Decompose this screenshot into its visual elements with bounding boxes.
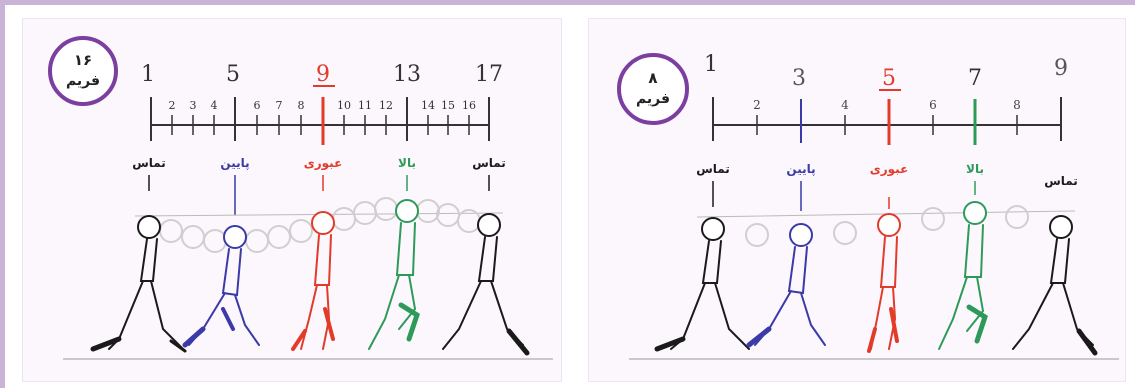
figure-contact-start — [654, 217, 750, 352]
major-tick-labels: 1 5 9 13 17 — [141, 62, 503, 87]
pose-label-up: بالا — [398, 156, 416, 170]
pose-label-down: پایین — [220, 156, 249, 170]
svg-text:2: 2 — [753, 98, 761, 112]
left-diagram: ۱۶ فریم 1 5 9 13 17 — [48, 36, 553, 360]
figure-up — [938, 201, 988, 350]
major-ticks — [712, 97, 1062, 145]
minor-ticks — [171, 115, 470, 135]
pose-label-passing: عبوری — [870, 162, 909, 177]
svg-text:11: 11 — [358, 99, 372, 112]
pose-label-contact-end: تماس — [472, 156, 506, 170]
figure-contact-end — [1012, 215, 1098, 356]
pose-labels: تماس پایین عبوری بالا تماس — [132, 156, 506, 171]
major-label-5: 5 — [226, 62, 240, 87]
pose-label-connectors — [148, 175, 490, 215]
major-tick-labels: 1 3 5 7 9 — [704, 52, 1068, 91]
svg-text:8: 8 — [298, 99, 305, 112]
svg-text:15: 15 — [441, 99, 455, 112]
figure-down — [746, 223, 826, 348]
frame-count-badge: ۱۶ فریم — [48, 36, 118, 106]
svg-text:10: 10 — [337, 99, 351, 112]
svg-text:4: 4 — [841, 98, 849, 112]
badge-word: فریم — [66, 73, 100, 89]
left-panel: ۱۶ فریم 1 5 9 13 17 — [22, 18, 562, 382]
badge-number: ۸ — [648, 69, 657, 87]
right-panel: ۸ فریم 1 3 5 7 9 2 4 6 — [588, 18, 1126, 382]
pose-label-contact-end: تماس — [1044, 174, 1078, 188]
figure-contact-end — [442, 213, 530, 356]
major-label-3: 3 — [792, 66, 806, 91]
svg-text:12: 12 — [379, 99, 393, 112]
badge-word: فریم — [636, 91, 670, 107]
pose-label-passing: عبوری — [304, 156, 343, 171]
pose-label-up: بالا — [966, 162, 984, 176]
major-label-9: 9 — [1054, 56, 1068, 81]
major-label-5: 5 — [882, 66, 896, 91]
major-ticks — [150, 97, 490, 145]
figure-passing — [867, 213, 901, 353]
frame-count-badge: ۸ فریم — [617, 53, 689, 125]
pose-labels: تماس پایین عبوری بالا تماس — [696, 162, 1078, 188]
major-label-7: 7 — [968, 66, 982, 91]
figure-up — [368, 199, 420, 350]
major-label-1: 1 — [704, 52, 718, 77]
svg-text:6: 6 — [254, 99, 261, 112]
svg-text:6: 6 — [929, 98, 937, 112]
figure-contact-start — [90, 215, 187, 353]
major-label-17: 17 — [475, 62, 503, 87]
figure-passing — [291, 211, 335, 351]
svg-text:14: 14 — [421, 99, 435, 112]
pose-label-contact-start: تماس — [132, 156, 166, 170]
minor-ticks — [756, 115, 1018, 135]
badge-number: ۱۶ — [74, 51, 92, 69]
svg-text:8: 8 — [1013, 98, 1021, 112]
svg-text:2: 2 — [169, 99, 176, 112]
svg-text:3: 3 — [190, 99, 197, 112]
major-label-13: 13 — [393, 62, 421, 87]
pose-label-contact-start: تماس — [696, 162, 730, 176]
svg-text:7: 7 — [276, 99, 283, 112]
pose-label-connectors — [712, 181, 976, 211]
minor-tick-labels: 2 3 4 6 7 8 10 11 12 14 15 16 — [169, 99, 477, 112]
figure-down — [182, 225, 260, 348]
svg-text:16: 16 — [462, 99, 476, 112]
pose-label-down: پایین — [786, 162, 815, 176]
right-diagram: ۸ فریم 1 3 5 7 9 2 4 6 — [617, 52, 1119, 360]
minor-tick-labels: 2 4 6 8 — [753, 98, 1021, 112]
svg-text:4: 4 — [211, 99, 218, 112]
major-label-1: 1 — [141, 62, 155, 87]
major-label-9: 9 — [316, 62, 330, 87]
